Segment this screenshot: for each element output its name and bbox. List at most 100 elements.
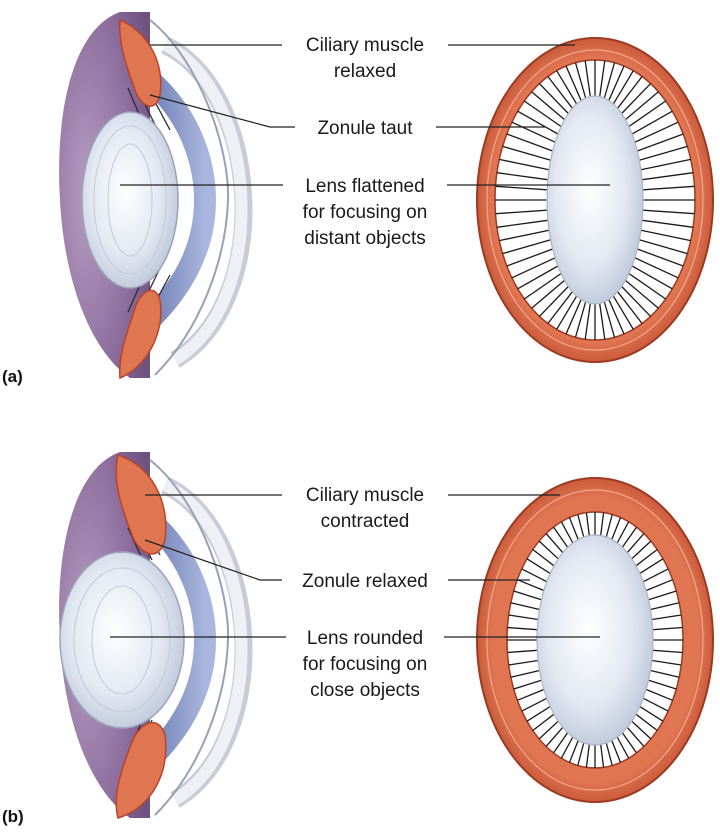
zonule-fiber (642, 209, 695, 215)
zonule-fiber (507, 649, 538, 654)
zonule-fiber (538, 83, 569, 114)
zonule-fiber (642, 185, 695, 191)
zonule-fiber (495, 185, 548, 191)
zonule-fiber (584, 60, 591, 97)
panel-tag-b: (b) (2, 807, 24, 826)
zonule-fiber (523, 272, 562, 300)
label-zonule: Zonule relaxed (144, 539, 530, 592)
zonule-fiber (531, 279, 565, 309)
ciliary-muscle-label-line2: contracted (321, 511, 410, 532)
zonule-fiber (603, 301, 616, 338)
zonule-fiber (526, 706, 551, 722)
zonule-fiber (531, 91, 565, 121)
zonule-fiber (611, 517, 622, 540)
zonule-fiber (565, 65, 582, 101)
zonule-fiber (547, 291, 573, 324)
ciliary-muscle-label-line2: relaxed (334, 61, 396, 82)
zonule-fiber (626, 533, 645, 554)
zonule-fiber (652, 649, 683, 654)
zonule-fiber (600, 744, 605, 768)
lens-label-line3: close objects (310, 680, 420, 701)
zonule-fiber (511, 257, 556, 279)
lens-label-line1: Lens rounded (307, 628, 423, 649)
zonule-fiber (642, 568, 669, 583)
lens-ring-icon (476, 477, 714, 803)
zonule-fiber (517, 579, 545, 592)
zonule-label: Zonule relaxed (302, 571, 428, 592)
zonule-fiber (608, 299, 625, 335)
zonule-fiber (517, 265, 559, 290)
zonule-fiber (585, 744, 590, 768)
zonule-fiber (616, 736, 630, 759)
eye-cross-section-icon (59, 452, 253, 819)
zonule-fiber (625, 279, 659, 309)
zonule-fiber (513, 679, 542, 690)
zonule-fiber (645, 579, 673, 592)
ciliary-muscle-label-line1: Ciliary muscle (306, 485, 424, 506)
zonule-fiber (508, 614, 539, 621)
zonule-fiber (642, 219, 694, 228)
zonule-fiber (556, 70, 578, 105)
zonule-fiber (628, 100, 667, 128)
panel-tag-a: (a) (2, 367, 23, 386)
zonule-fiber (574, 301, 587, 338)
zonule-fiber (502, 239, 551, 255)
zonule-fiber (585, 512, 590, 536)
zonule-fiber (621, 732, 638, 754)
zonule-fiber (612, 70, 634, 105)
zonule-fiber (625, 91, 659, 121)
zonule-fiber (517, 688, 545, 701)
zonule-fiber (650, 669, 680, 678)
zonule-fiber (495, 209, 548, 215)
zonule-fiber (608, 65, 625, 101)
zonule-fiber (506, 248, 553, 267)
label-ciliary-muscle: Ciliary muscle relaxed (150, 35, 575, 82)
panel-a: Ciliary muscle relaxed Zonule taut Lens … (2, 12, 714, 386)
zonule-fiber (635, 548, 658, 567)
zonule-fiber (621, 286, 652, 317)
zonule-fiber (577, 514, 585, 538)
zonule-fiber (628, 272, 667, 300)
zonule-fiber (560, 736, 574, 759)
zonule-fiber (568, 740, 579, 763)
zonule-fiber (617, 76, 643, 109)
zonule-fiber (523, 100, 562, 128)
zonule-fiber (611, 740, 622, 763)
zonule-fiber (521, 568, 548, 583)
zonule-label: Zonule taut (317, 118, 413, 139)
zonule-fiber (645, 688, 673, 701)
zonule-fiber (526, 558, 551, 574)
zonule-fiber (538, 720, 559, 740)
zonule-fiber (631, 720, 652, 740)
zonule-fiber (510, 669, 540, 678)
zonule-fiber (600, 512, 605, 536)
zonule-fiber (637, 133, 684, 152)
zonule-fiber (631, 110, 673, 135)
lens-label-line2: for focusing on (303, 202, 428, 223)
zonule-fiber (626, 726, 645, 747)
zonule-fiber (621, 83, 652, 114)
lens-label-line1: Lens flattened (305, 176, 424, 197)
zonule-fiber (565, 299, 582, 335)
zonule-fiber (648, 679, 677, 690)
zonule-fiber (639, 145, 688, 161)
zonule-fiber (513, 590, 542, 601)
zonule-fiber (639, 706, 664, 722)
zonule-fiber (642, 172, 694, 181)
zonule-fiber (616, 521, 630, 544)
zonule-fiber (652, 626, 683, 631)
zonule-fiber (499, 158, 550, 171)
zonule-fiber (552, 526, 569, 548)
zonule-fiber (521, 697, 548, 712)
zonule-fiber (637, 248, 684, 267)
zonule-fiber (502, 145, 551, 161)
zonule-fiber (574, 62, 587, 99)
zonule-fiber (651, 614, 682, 621)
zonule-fiber (496, 219, 548, 228)
label-ciliary-muscle: Ciliary muscle contracted (145, 485, 560, 532)
zonule-fiber (584, 303, 591, 340)
zonule-fiber (545, 726, 564, 747)
panel-b: Ciliary muscle contracted Zonule relaxed… (2, 452, 714, 826)
zonule-fiber (599, 60, 606, 97)
zonule-fiber (631, 540, 652, 560)
